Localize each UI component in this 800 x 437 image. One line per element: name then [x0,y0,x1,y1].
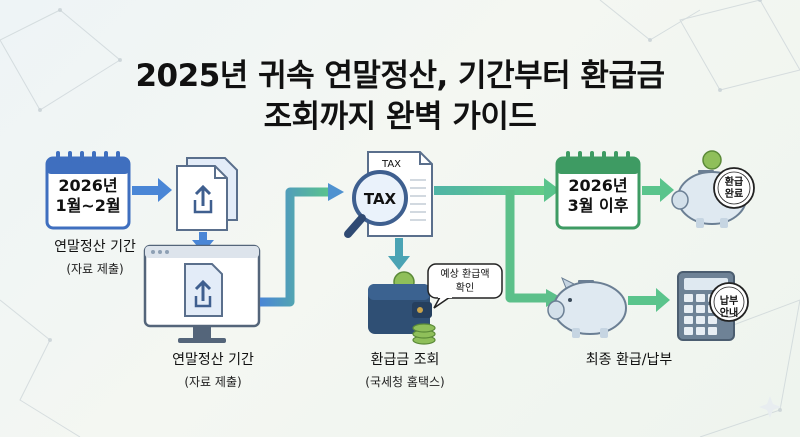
upload-document-icon [176,157,238,231]
step-refund-sub: (국세청 홈택스) [365,375,445,389]
arrow-piggy-to-calculator [628,288,670,312]
calendar-start-text: 2026년 1월~2월 [48,176,128,216]
piggy-bank-final-icon [547,276,627,338]
arrow-tax-to-calendar-end [434,178,560,202]
page-title-line2: 조회까지 완벽 가이드 [263,99,537,135]
stamp-done-text: 환급 완료 [714,177,754,201]
step-final-title: 최종 환급/납부 [585,352,673,368]
computer-monitor-icon [143,244,261,343]
wallet-icon [368,271,436,345]
step-period-title: 연말정산 기간 [54,239,136,255]
calendar-end-months: 3월 이후 [567,196,629,215]
step-computer-title: 연말정산 기간 [172,352,254,368]
calendar-end-text: 2026년 3월 이후 [558,176,638,216]
stamp-pay-line1: 납부 [719,296,739,307]
calendar-start-icon [45,151,131,230]
arrow-tax-to-wallet [388,238,410,270]
step-computer-sub: (자료 제출) [184,375,242,389]
step-period-sub: (자료 제출) [66,262,124,276]
step-final-label: 최종 환급/납부 [564,349,694,369]
calendar-start-months: 1월~2월 [55,196,121,215]
piggy-bank-done-icon [671,150,755,228]
stamp-pay-line2: 안내 [719,308,739,319]
stamp-done-line1: 환급 [724,177,744,188]
page-title-line1: 2025년 귀속 연말정산, 기간부터 환급금 [135,58,665,94]
arrow-tax-to-piggy [505,190,562,307]
step-computer-label: 연말정산 기간 (자료 제출) [148,349,278,390]
bubble-line1: 예상 환급액 [440,269,490,280]
bubble-line2: 확인 [455,283,475,294]
arrow-monitor-to-tax [260,183,344,307]
arrow-calendar-to-piggy-done [642,178,674,202]
arrow-calendar-to-doc [132,178,172,202]
speech-bubble [427,263,503,309]
stamp-done-line2: 완료 [724,189,744,200]
stamp-pay-text: 납부 안내 [712,296,746,320]
step-period-label: 연말정산 기간 (자료 제출) [40,236,150,277]
step-refund-label: 환급금 조회 (국세청 홈택스) [350,349,460,390]
step-refund-title: 환급금 조회 [370,352,440,368]
sparkle-icon [759,396,781,418]
magnifier-icon [344,170,408,238]
magnifier-label: TAX [364,190,397,208]
calculator-icon [677,271,749,341]
tax-doc-label: TAX [381,159,401,170]
calendar-start-year: 2026년 [58,176,118,195]
calendar-end-year: 2026년 [568,176,628,195]
calendar-end-icon [555,151,641,230]
speech-bubble-text: 예상 환급액 확인 [430,268,500,296]
